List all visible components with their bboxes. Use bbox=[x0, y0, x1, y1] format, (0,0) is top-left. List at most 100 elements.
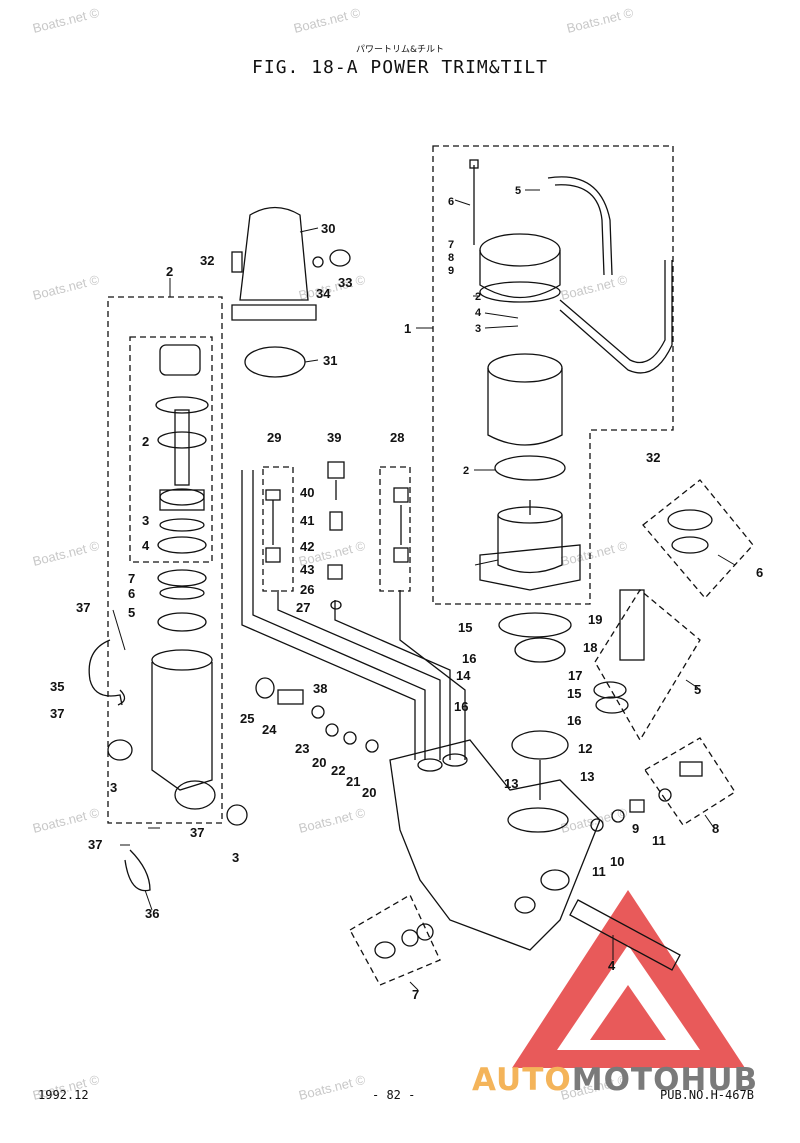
group-boxes bbox=[107, 145, 754, 986]
watermark: Boats.net © bbox=[31, 272, 101, 303]
callout-11: 11 bbox=[592, 864, 606, 879]
callout-37: 37 bbox=[88, 837, 102, 852]
callout-13: 13 bbox=[580, 769, 594, 784]
callout-32: 32 bbox=[646, 450, 660, 465]
callout-3: 3 bbox=[475, 323, 481, 335]
callout-2: 2 bbox=[475, 291, 481, 303]
callout-31: 31 bbox=[323, 353, 337, 368]
callout-21: 21 bbox=[346, 774, 360, 789]
callout-42: 42 bbox=[300, 539, 314, 554]
callout-37: 37 bbox=[76, 600, 90, 615]
callout-25: 25 bbox=[240, 711, 254, 726]
cylinder-assembly-drawing bbox=[88, 344, 248, 892]
callout-38: 38 bbox=[313, 681, 327, 696]
callout-2: 2 bbox=[166, 264, 173, 279]
callout-15: 15 bbox=[567, 686, 581, 701]
diagram-subtitle-jp: パワートリム&チルト bbox=[355, 45, 445, 55]
callout-labels: 2 1 6 5 7 8 9 2 4 3 2 30 32 33 34 31 32 … bbox=[50, 185, 763, 1002]
watermark: Boats.net © bbox=[31, 538, 101, 569]
callout-28: 28 bbox=[390, 430, 404, 445]
group-box-8 bbox=[644, 737, 736, 826]
callout-7: 7 bbox=[412, 987, 419, 1002]
callout-20: 20 bbox=[312, 755, 326, 770]
footer-date: 1992.12 bbox=[38, 1088, 89, 1102]
callout-33: 33 bbox=[338, 275, 352, 290]
fittings-drawing bbox=[255, 509, 713, 971]
callout-35: 35 bbox=[50, 679, 64, 694]
callout-9: 9 bbox=[632, 821, 639, 836]
callout-16: 16 bbox=[462, 651, 476, 666]
callout-3: 3 bbox=[142, 513, 149, 528]
callout-7: 7 bbox=[448, 239, 454, 251]
watermark: Boats.net © bbox=[297, 1072, 367, 1103]
callout-24: 24 bbox=[262, 722, 277, 737]
group-box-5 bbox=[594, 589, 701, 742]
callout-9: 9 bbox=[448, 265, 454, 277]
leader-lines bbox=[112, 189, 736, 991]
callout-6: 6 bbox=[756, 565, 763, 580]
callout-3: 3 bbox=[232, 850, 239, 865]
watermark-layer: Boats.net © Boats.net © Boats.net © Boat… bbox=[31, 5, 635, 1103]
callout-4: 4 bbox=[142, 538, 150, 553]
callout-18: 18 bbox=[583, 640, 597, 655]
hydraulic-line-drawing bbox=[241, 470, 466, 760]
callout-8: 8 bbox=[712, 821, 719, 836]
footer-publication: PUB.NO.H-467B bbox=[660, 1088, 754, 1102]
group-box-6 bbox=[642, 479, 754, 599]
callout-4: 4 bbox=[608, 958, 616, 973]
callout-12: 12 bbox=[578, 741, 592, 756]
callout-5: 5 bbox=[515, 185, 521, 197]
callout-39: 39 bbox=[327, 430, 341, 445]
callout-6: 6 bbox=[128, 586, 135, 601]
callout-16: 16 bbox=[454, 699, 468, 714]
callout-2: 2 bbox=[142, 434, 149, 449]
callout-34: 34 bbox=[316, 286, 331, 301]
group-box-cylinder bbox=[107, 296, 223, 824]
callout-20: 20 bbox=[362, 785, 376, 800]
callout-7: 7 bbox=[128, 571, 135, 586]
group-box-7 bbox=[349, 894, 441, 986]
group-box-piston bbox=[129, 336, 213, 563]
callout-8: 8 bbox=[448, 252, 454, 264]
callout-40: 40 bbox=[300, 485, 314, 500]
watermark: Boats.net © bbox=[292, 5, 362, 36]
valves-drawing bbox=[265, 461, 409, 610]
callout-37: 37 bbox=[190, 825, 204, 840]
watermark: Boats.net © bbox=[31, 805, 101, 836]
watermark: Boats.net © bbox=[559, 272, 629, 303]
callout-6: 6 bbox=[448, 196, 454, 208]
watermark: Boats.net © bbox=[31, 5, 101, 36]
watermark: Boats.net © bbox=[565, 5, 635, 36]
callout-29: 29 bbox=[267, 430, 281, 445]
group-box-motor bbox=[432, 145, 674, 605]
callout-10: 10 bbox=[610, 854, 624, 869]
callout-26: 26 bbox=[300, 582, 314, 597]
callout-16: 16 bbox=[567, 713, 581, 728]
callout-30: 30 bbox=[321, 221, 335, 236]
group-box-valve-28 bbox=[379, 466, 411, 592]
callout-22: 22 bbox=[331, 763, 345, 778]
callout-36: 36 bbox=[145, 906, 159, 921]
group-box-valve-29 bbox=[262, 466, 294, 592]
callout-41: 41 bbox=[300, 513, 314, 528]
callout-37: 37 bbox=[50, 706, 64, 721]
callout-19: 19 bbox=[588, 612, 602, 627]
callout-17: 17 bbox=[568, 668, 582, 683]
callout-5: 5 bbox=[128, 605, 135, 620]
callout-32: 32 bbox=[200, 253, 214, 268]
callout-13: 13 bbox=[504, 776, 518, 791]
motor-assembly-drawing bbox=[469, 159, 673, 800]
callout-1: 1 bbox=[404, 321, 411, 336]
watermark: Boats.net © bbox=[559, 538, 629, 569]
logo-triangle-icon bbox=[512, 890, 745, 1068]
callout-4: 4 bbox=[475, 307, 482, 319]
callout-2: 2 bbox=[463, 465, 469, 477]
callout-43: 43 bbox=[300, 562, 314, 577]
callout-5: 5 bbox=[694, 682, 701, 697]
callout-23: 23 bbox=[295, 741, 309, 756]
callout-14: 14 bbox=[456, 668, 471, 683]
pump-body-drawing bbox=[389, 739, 601, 951]
callout-3: 3 bbox=[110, 780, 117, 795]
